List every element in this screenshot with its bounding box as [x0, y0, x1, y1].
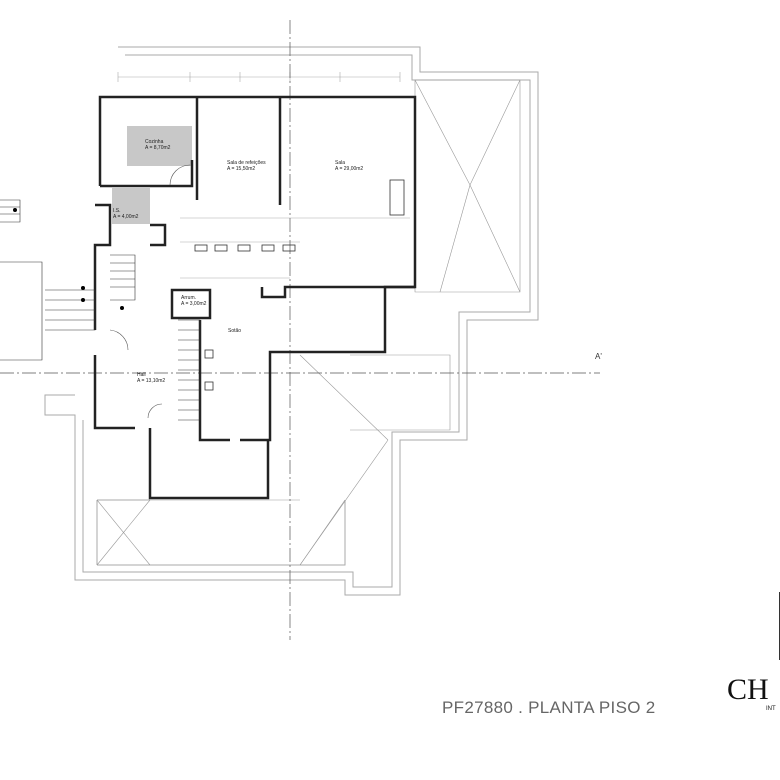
- room-area: A = 8,70m2: [145, 145, 171, 151]
- room-name: Sala de refeições: [227, 160, 266, 166]
- roof-outline: [44, 46, 539, 596]
- shaded-rooms: [112, 126, 192, 224]
- room-label-is: I.S.A = 4,00m2: [113, 208, 138, 220]
- room-name: Arrum.: [181, 295, 196, 301]
- windows-columns: [194, 179, 405, 391]
- walls: [93, 95, 417, 500]
- room-name: Sotão: [228, 328, 242, 334]
- stairs: [0, 199, 201, 421]
- room-area: A = 3,00m2: [181, 301, 207, 307]
- room-label-sotao: Sotão: [228, 328, 241, 334]
- axis-lines: [0, 20, 600, 640]
- room-area: A = 13,10m2: [137, 378, 166, 384]
- dimension-lines: [117, 72, 410, 279]
- drawing-title: PF27880 . PLANTA PISO 2: [442, 698, 656, 717]
- room-name: I.S.: [113, 208, 121, 214]
- room-area: A = 4,00m2: [113, 214, 139, 220]
- logo: CH: [727, 673, 769, 706]
- room-area: A = 29,00m2: [335, 166, 364, 172]
- section-marker: A': [595, 352, 602, 361]
- room-name: Sala: [335, 160, 346, 166]
- room-area: A = 15,50m2: [227, 166, 256, 172]
- logo-subtitle: INT: [766, 706, 776, 712]
- doors: [109, 164, 191, 419]
- room-name: Cozinha: [145, 139, 164, 145]
- room-name: Hall: [137, 372, 146, 378]
- room-label-arrum: Arrum.A = 3,00m2: [181, 295, 206, 307]
- roof-hips: [96, 79, 521, 566]
